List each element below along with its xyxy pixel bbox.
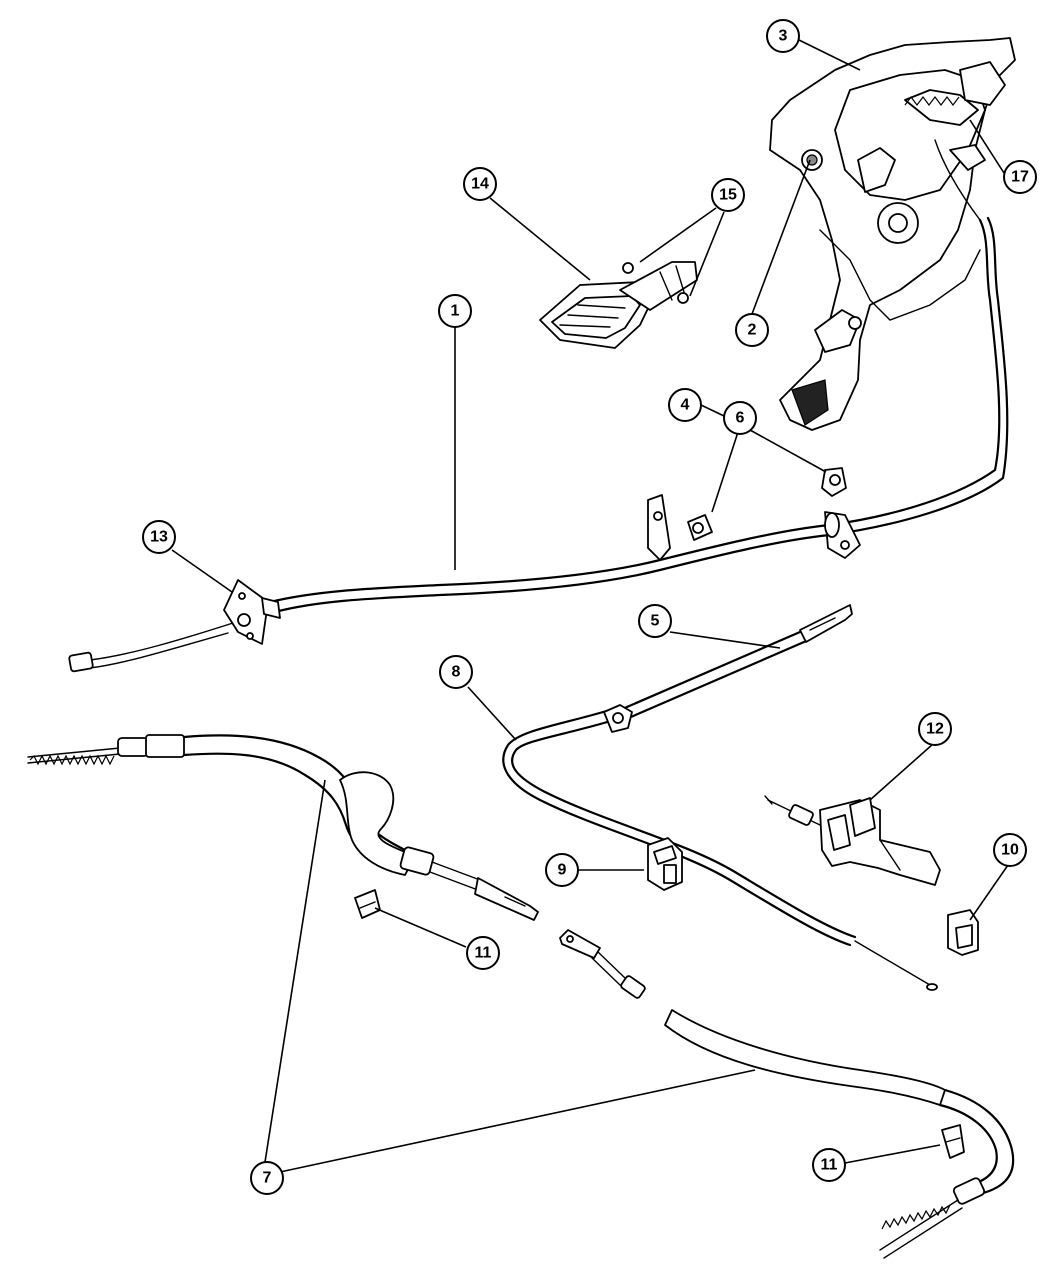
callout-6-label: 6 [736,410,745,427]
callout-8-label: 8 [452,664,461,681]
pedal-assembly [769,37,1016,431]
cable-brackets [647,467,861,561]
callout-8: 8 [439,655,473,689]
callout-11-upper: 11 [466,936,500,970]
callout-7: 7 [250,1161,284,1195]
rear-cable-right [559,929,1015,1259]
clip-part-11-upper [354,889,381,919]
callout-12-label: 12 [926,721,944,738]
callout-10-label: 10 [1001,842,1019,859]
callout-2-label: 2 [748,322,757,339]
callout-14: 14 [463,167,497,201]
callout-2: 2 [735,313,769,347]
callout-1: 1 [438,294,472,328]
callout-15: 15 [711,178,745,212]
callout-17: 17 [1003,160,1037,194]
callout-5: 5 [638,604,672,638]
callout-11-upper-label: 11 [475,945,492,962]
clip-part-10 [947,909,979,956]
callout-12: 12 [918,712,952,746]
cable-equalizer [764,795,941,886]
callout-13-label: 13 [150,529,168,546]
callout-3: 3 [766,19,800,53]
callout-14-label: 14 [471,176,489,193]
clip-part-11-lower [941,1124,965,1159]
cable-grommet-plate [223,579,281,645]
callout-7-label: 7 [263,1170,272,1187]
callout-6: 6 [723,401,757,435]
callout-15-label: 15 [719,187,737,204]
callout-13: 13 [142,520,176,554]
callout-11-lower: 11 [812,1148,846,1182]
callout-17-label: 17 [1011,169,1029,186]
front-cable [68,139,1009,673]
rear-cable-left [27,734,539,921]
callout-11-lower-label: 11 [821,1157,838,1174]
clip-part-9 [647,837,683,891]
leader-lines [171,39,1009,1173]
callout-9: 9 [545,853,579,887]
callout-5-label: 5 [651,613,660,630]
callout-1-label: 1 [451,303,460,320]
callout-10: 10 [993,833,1027,867]
pedal-pad-part [539,261,698,349]
callout-9-label: 9 [558,862,567,879]
intermediate-cable [502,604,938,991]
callout-4: 4 [668,388,702,422]
callout-3-label: 3 [779,28,788,45]
callout-4-label: 4 [681,397,690,414]
